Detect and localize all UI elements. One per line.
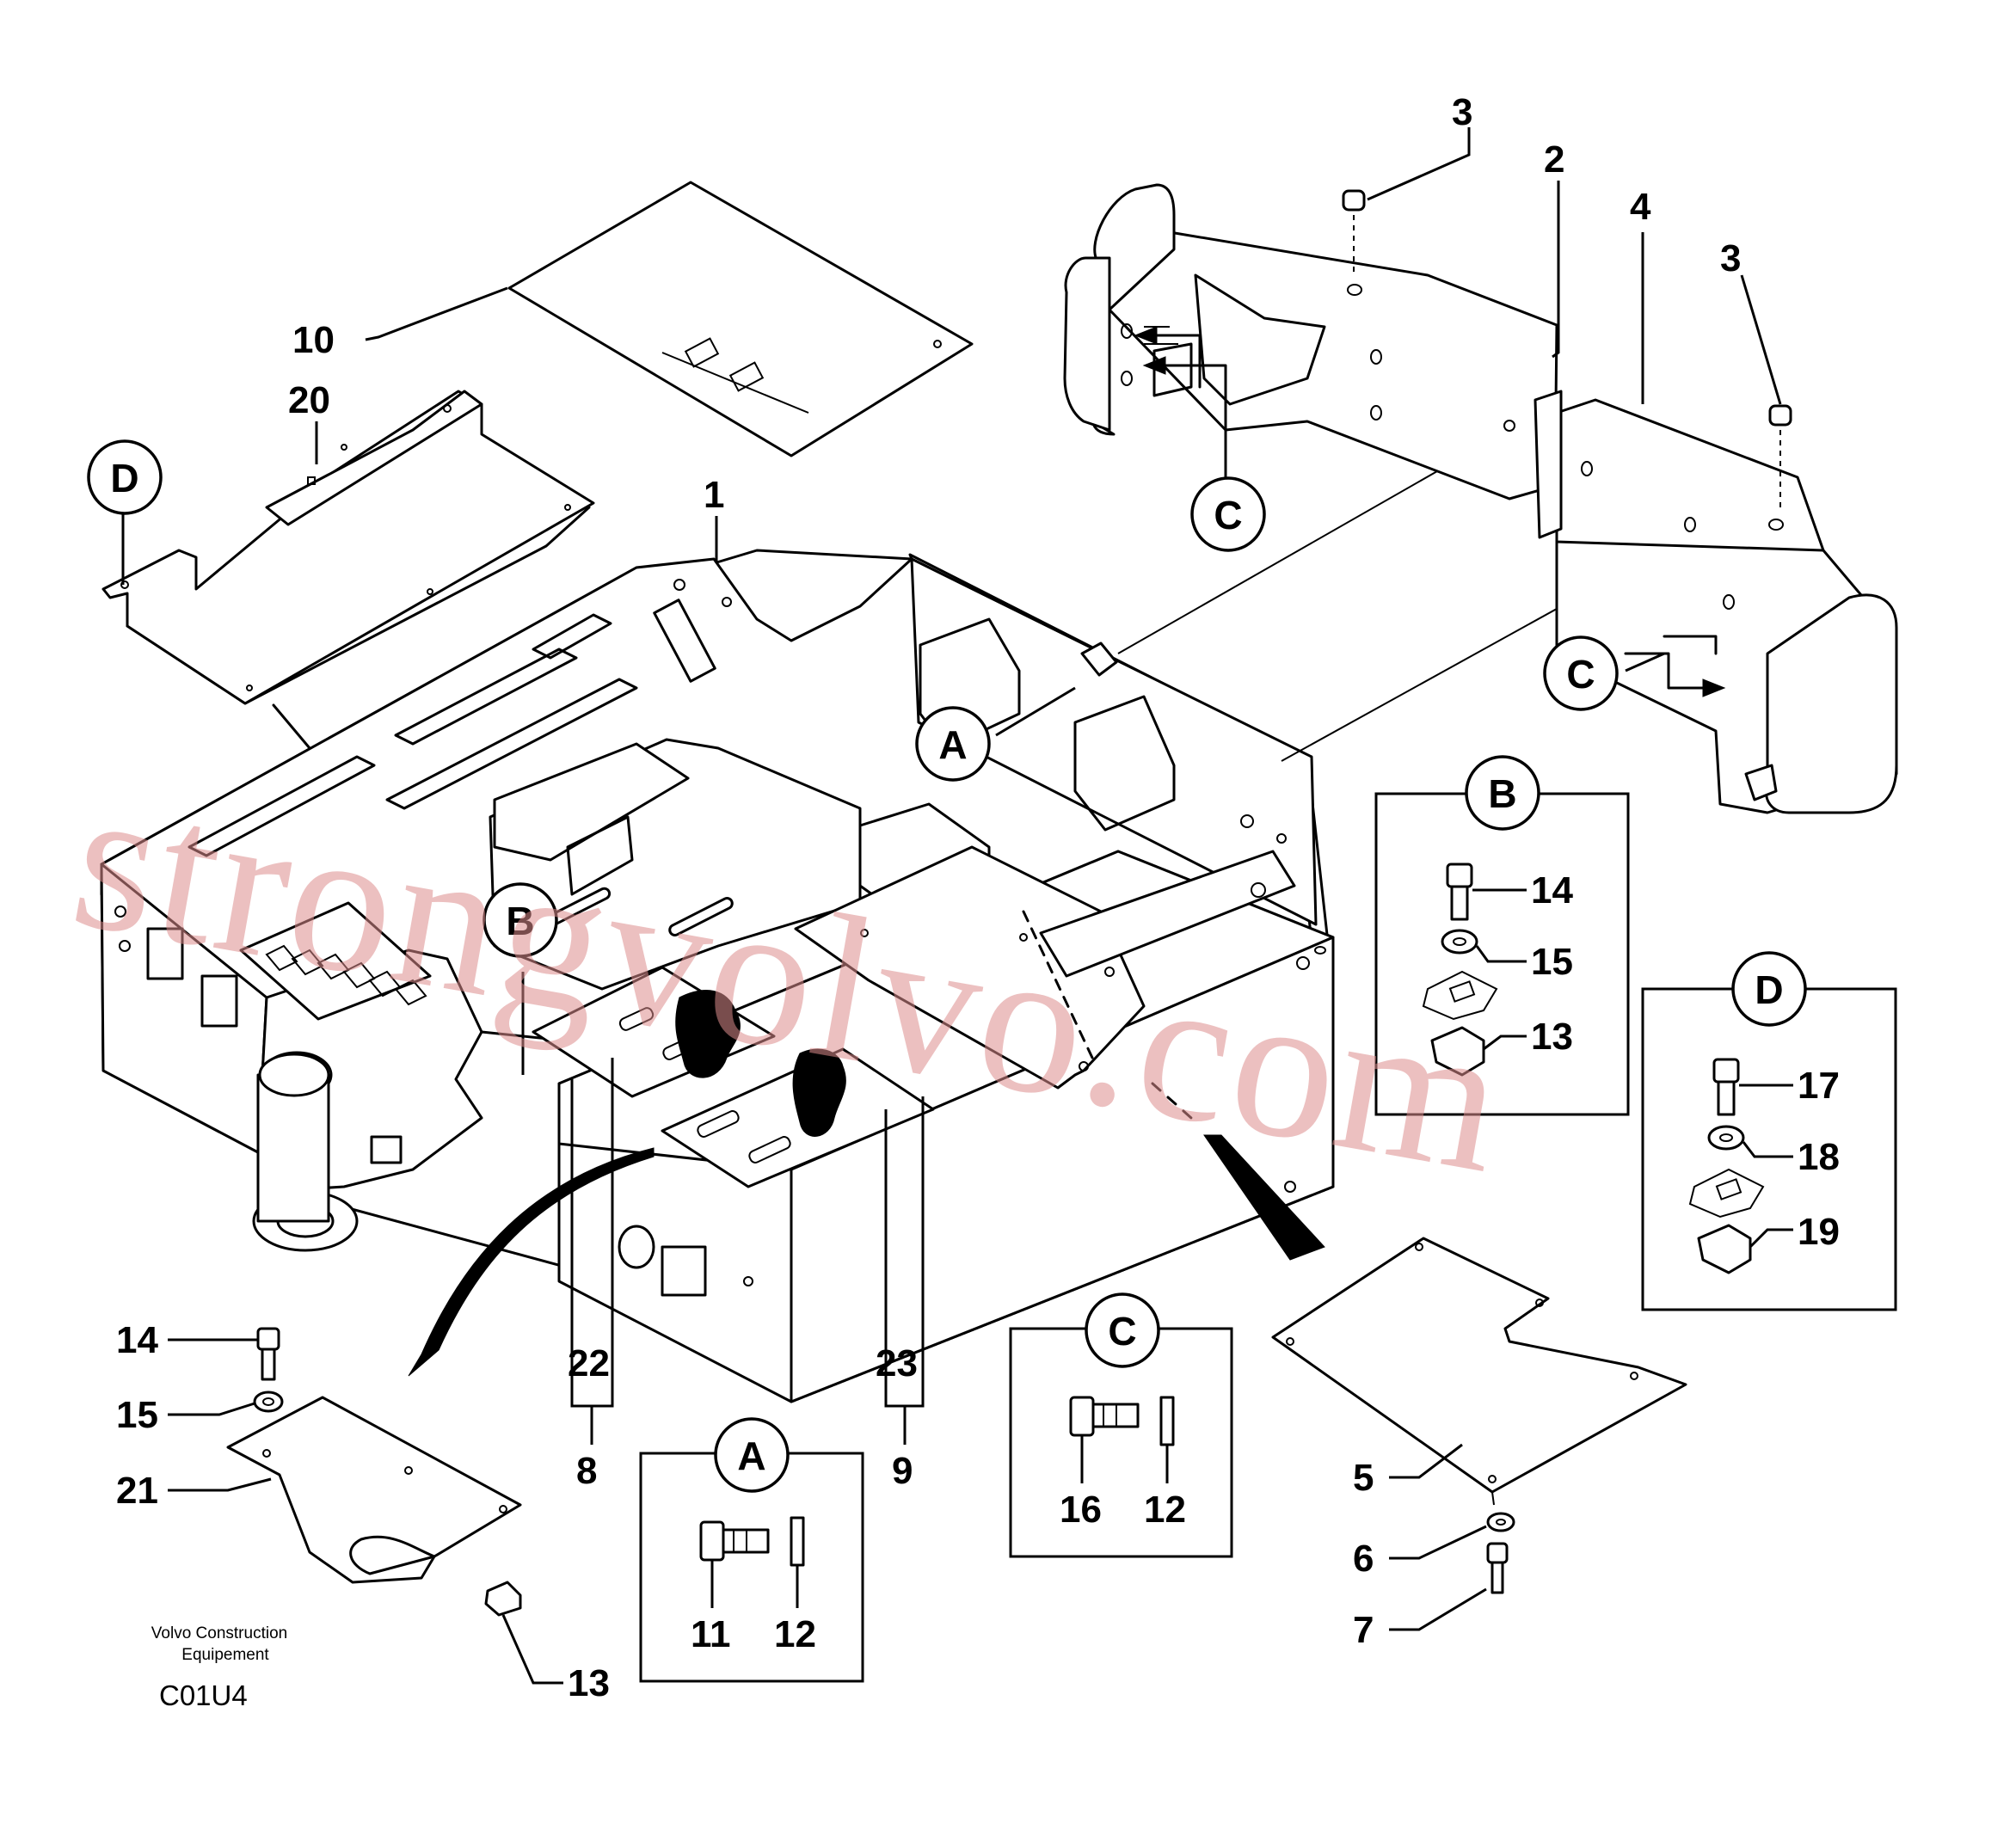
detail-box-d bbox=[1641, 987, 1897, 1311]
part-5-bottom-plate bbox=[1271, 1237, 1687, 1506]
detail-b-bolt bbox=[1446, 863, 1473, 921]
callout-4: 4 bbox=[1630, 186, 1651, 228]
callout-12-detail-c: 12 bbox=[1144, 1489, 1186, 1531]
detail-circle-d-main: D bbox=[87, 439, 163, 515]
detail-a-pin bbox=[790, 1516, 805, 1567]
svg-text:C: C bbox=[1566, 652, 1595, 697]
part-1-upper-frame bbox=[100, 549, 1335, 1403]
callout-16: 16 bbox=[1060, 1489, 1102, 1531]
svg-text:A: A bbox=[938, 722, 967, 767]
callout-3-right: 3 bbox=[1720, 237, 1741, 279]
callout-20: 20 bbox=[288, 379, 330, 421]
callout-3-left: 3 bbox=[1452, 91, 1472, 133]
svg-text:D: D bbox=[1755, 967, 1783, 1012]
detail-d-clip-nut bbox=[1697, 1224, 1752, 1274]
svg-text:B: B bbox=[1488, 771, 1516, 816]
callout-9: 9 bbox=[892, 1450, 913, 1492]
svg-text:C: C bbox=[1108, 1309, 1136, 1354]
detail-circle-a-box: A bbox=[714, 1417, 790, 1493]
drawing-code: C01U4 bbox=[159, 1679, 248, 1711]
detail-circle-c-box: C bbox=[1085, 1292, 1160, 1368]
leader-lines bbox=[121, 127, 1793, 1685]
callout-2: 2 bbox=[1544, 138, 1564, 181]
detail-circle-b-main: B bbox=[482, 882, 558, 958]
callout-17: 17 bbox=[1798, 1065, 1840, 1107]
callout-14-lower: 14 bbox=[116, 1319, 158, 1361]
detail-circle-d-box: D bbox=[1731, 951, 1807, 1027]
callout-numbers: 3 2 4 3 10 20 1 14 15 13 17 18 19 22 23 … bbox=[116, 91, 1840, 1704]
detail-a-bolt bbox=[699, 1520, 770, 1562]
detail-circle-c-right: C bbox=[1543, 635, 1619, 711]
callout-8: 8 bbox=[576, 1450, 597, 1492]
detail-b-plate bbox=[1422, 970, 1498, 1021]
svg-text:D: D bbox=[110, 456, 138, 500]
bolt-14-lower bbox=[256, 1327, 280, 1381]
callout-5: 5 bbox=[1353, 1457, 1374, 1499]
part-20-side-plate bbox=[101, 390, 595, 705]
caption-line-1: Volvo Construction bbox=[151, 1624, 287, 1642]
detail-circle-c-top: C bbox=[1190, 476, 1266, 552]
callout-1: 1 bbox=[704, 474, 724, 516]
caption-line-2: Equipement bbox=[181, 1646, 269, 1664]
callout-14-detail-b: 14 bbox=[1531, 869, 1573, 912]
callout-13-lower: 13 bbox=[568, 1662, 610, 1704]
detail-d-bolt bbox=[1712, 1058, 1740, 1116]
callout-18: 18 bbox=[1798, 1136, 1840, 1178]
part-2-4-counterweight bbox=[1063, 183, 1898, 814]
svg-text:C: C bbox=[1214, 493, 1242, 537]
callout-6: 6 bbox=[1353, 1538, 1374, 1580]
detail-d-washer bbox=[1707, 1125, 1745, 1151]
callout-15-detail-b: 15 bbox=[1531, 941, 1573, 983]
washer-6 bbox=[1486, 1512, 1515, 1532]
detail-c-pin bbox=[1159, 1396, 1175, 1446]
callout-15-lower: 15 bbox=[116, 1394, 158, 1436]
detail-letter-circles: A B C C D A B C bbox=[87, 439, 1807, 1493]
bolt-7 bbox=[1486, 1542, 1509, 1594]
callout-21: 21 bbox=[116, 1470, 158, 1512]
callout-10: 10 bbox=[292, 319, 335, 361]
detail-d-plate bbox=[1688, 1168, 1765, 1219]
detail-b-clip-nut bbox=[1430, 1026, 1485, 1077]
callout-7: 7 bbox=[1353, 1609, 1374, 1651]
detail-circle-b-box: B bbox=[1465, 755, 1540, 831]
callout-23: 23 bbox=[876, 1342, 918, 1384]
callout-13-detail-b: 13 bbox=[1531, 1016, 1573, 1058]
caption-block: Volvo Construction Equipement C01U4 bbox=[151, 1624, 287, 1711]
callout-19: 19 bbox=[1798, 1211, 1840, 1253]
detail-b-washer bbox=[1441, 929, 1478, 955]
callout-22: 22 bbox=[568, 1342, 610, 1384]
bolt-3-left bbox=[1342, 189, 1366, 275]
detail-circle-a-main: A bbox=[915, 706, 991, 782]
detail-c-bolt bbox=[1069, 1396, 1140, 1437]
part-21-plate bbox=[226, 1396, 522, 1584]
svg-text:A: A bbox=[737, 1434, 765, 1478]
svg-text:B: B bbox=[506, 899, 534, 943]
bolt-3-right bbox=[1768, 404, 1792, 512]
nut-13-lower bbox=[484, 1581, 522, 1617]
part-10-floor-plate bbox=[507, 181, 974, 457]
callout-11: 11 bbox=[691, 1613, 731, 1655]
washer-15-lower bbox=[253, 1391, 284, 1413]
callout-12-detail-a: 12 bbox=[774, 1613, 816, 1655]
